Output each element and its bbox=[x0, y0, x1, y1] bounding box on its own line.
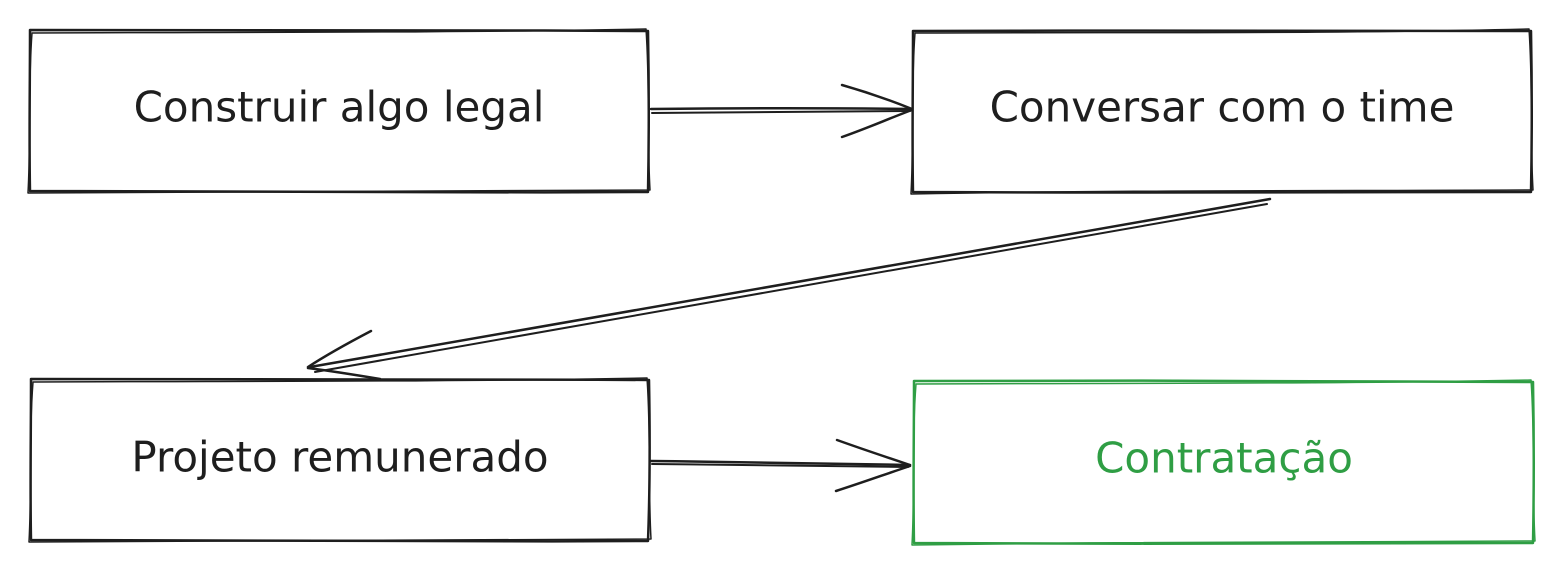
arrow-project-to-hire bbox=[649, 438, 912, 493]
node-hire: Contratação bbox=[911, 379, 1536, 546]
node-talk: Conversar com o time bbox=[910, 28, 1534, 195]
node-build: Construir algo legal bbox=[27, 28, 651, 194]
node-label-hire: Contratação bbox=[1095, 434, 1353, 483]
node-project: Projeto remunerado bbox=[28, 377, 652, 543]
node-label-build: Construir algo legal bbox=[134, 83, 545, 132]
node-label-talk: Conversar com o time bbox=[990, 83, 1455, 132]
node-label-project: Projeto remunerado bbox=[131, 433, 548, 482]
arrow-build-to-talk bbox=[649, 83, 914, 139]
arrow-talk-to-project bbox=[306, 197, 1272, 381]
